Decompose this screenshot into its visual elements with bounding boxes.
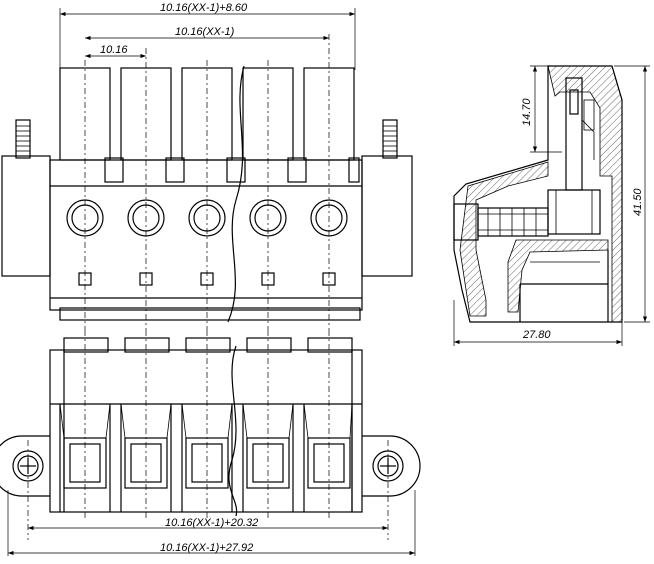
center-lines-bottom — [27, 330, 389, 540]
right-screw — [382, 119, 398, 159]
front-view — [1, 34, 413, 330]
dim-top-pitch-total: 10.16(XX-1) — [175, 26, 235, 38]
side-dimensions — [453, 65, 650, 346]
bottom-dimensions — [7, 490, 416, 556]
side-contact — [547, 77, 601, 235]
front-body — [49, 159, 363, 311]
left-flange — [1, 155, 51, 277]
side-section-view — [453, 65, 623, 323]
left-screw — [15, 119, 31, 159]
center-lines-top — [84, 34, 330, 330]
right-ear — [362, 435, 421, 497]
bottom-view — [0, 330, 421, 540]
side-outline — [453, 65, 623, 323]
front-wall — [459, 161, 549, 317]
left-ear — [0, 435, 50, 497]
dim-bottom-overall: 10.16(XX-1)+27.92 — [160, 542, 253, 554]
top-pins — [59, 67, 360, 183]
bottom-body — [49, 349, 363, 513]
dim-bottom-inner: 10.16(XX-1)+20.32 — [165, 517, 258, 529]
inner-wall — [507, 239, 609, 313]
dim-side-height: 41.50 — [632, 188, 644, 216]
top-dimensions — [59, 8, 356, 70]
right-flange — [361, 155, 413, 277]
wire-cavities — [59, 403, 353, 512]
dim-side-depth: 27.80 — [522, 329, 551, 341]
dim-top-pitch: 10.16 — [100, 44, 128, 56]
dim-top-overall: 10.16(XX-1)+8.60 — [160, 2, 248, 14]
dim-side-upper: 14.70 — [521, 98, 533, 126]
